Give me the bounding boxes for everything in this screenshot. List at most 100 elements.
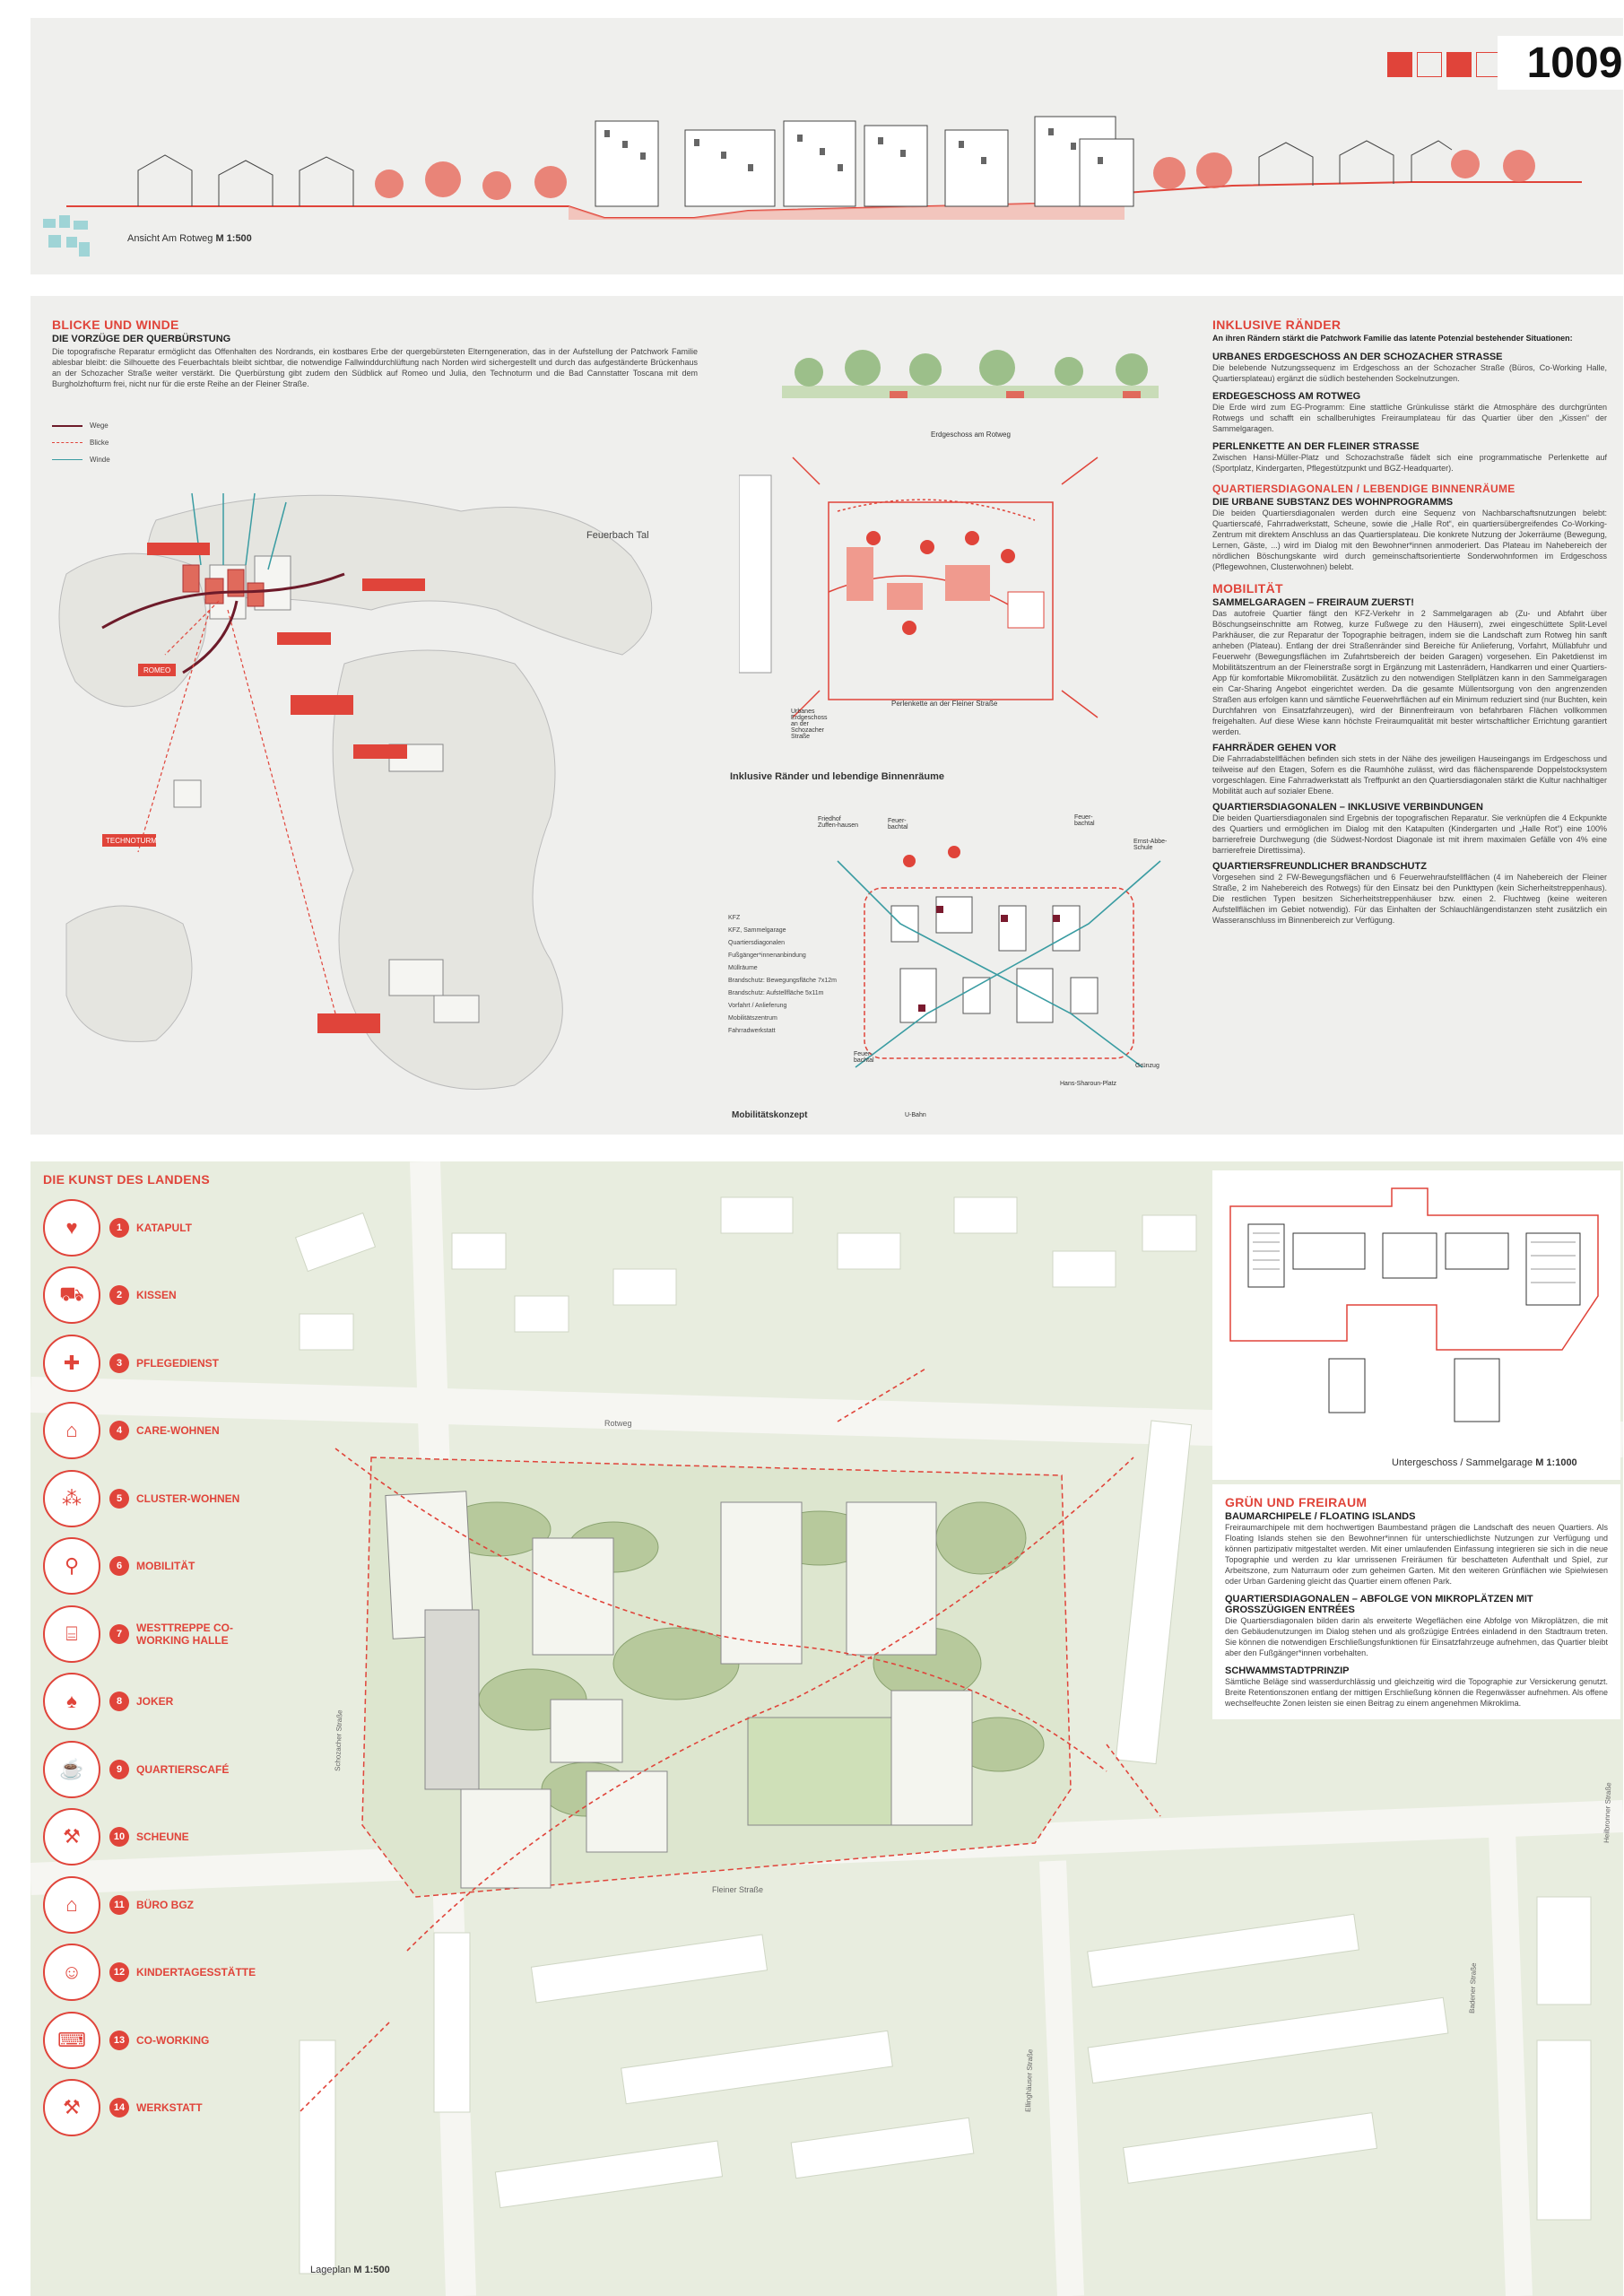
mobil-legend-item: Brandschutz: Aufstellfläche 5x11m [728, 990, 824, 996]
brandschutz-body: Vorgesehen sind 2 FW-Bewegungsflächen un… [1212, 873, 1607, 925]
board-number: 1009 [1498, 36, 1624, 90]
raender-b-body: Die Erde wird zum EG-Programm: Eine stat… [1212, 403, 1607, 433]
raender-c-body: Zwischen Hansi-Müller-Platz und Schozach… [1212, 453, 1607, 473]
place-ernst-abbe: Ernst-Abbe-Schule [1133, 839, 1168, 851]
mobil-legend-item: Fußgänger*innenanbindung [728, 952, 806, 959]
office-icon: ⌂ [43, 1875, 100, 1934]
erdgeschoss-diagram [782, 350, 1159, 398]
blicke-title: BLICKE UND WINDE [52, 317, 179, 332]
erdgeschoss-caption: Erdgeschoss am Rotweg [931, 430, 1011, 439]
fahrraeder-body: Die Fahrradabstellflächen befinden sich … [1212, 754, 1607, 796]
gruen2-body: Die Quartiersdiagonalen bilden darin als… [1225, 1616, 1608, 1657]
blicke-section: BLICKE UND WINDE DIE VORZÜGE DER QUERBÜR… [52, 317, 698, 389]
progress-square [1417, 52, 1442, 77]
progress-square [1446, 52, 1472, 77]
gruen3-body: Sämtliche Beläge sind wasserdurchlässig … [1225, 1677, 1608, 1708]
mobil-legend-item: Quartiersdiagonalen [728, 940, 786, 946]
gruen-title: GRÜN UND FREIRAUM [1225, 1495, 1368, 1509]
raender-caption: Inklusive Ränder und lebendige Binnenräu… [730, 771, 944, 782]
raender-a-head: URBANES ERDGESCHOSS AN DER SCHOZACHER ST… [1212, 352, 1503, 362]
siteplan-caption: Lageplan M 1:500 [310, 2265, 390, 2275]
tools-icon: ⚒ [43, 2079, 100, 2137]
elevation-caption: Ansicht Am Rotweg M 1:500 [127, 233, 252, 244]
mobil-legend-item: KFZ [728, 915, 741, 921]
street-ellinghaeuser: Ellinghäuser Straße [1024, 2048, 1034, 2112]
fahrraeder-head: FAHRRÄDER GEHEN VOR [1212, 743, 1337, 753]
garage-plan [1229, 1187, 1599, 1422]
place-feuerbachtal: Feuer-bachtal [1074, 814, 1095, 827]
verbindungen-body: Die beiden Quartiersdiagonalen sind Erge… [1212, 813, 1607, 855]
mobil-legend-item: Brandschutz: Bewegungsfläche 7x12m [728, 978, 838, 984]
blicke-legend: Wege Blicke Winde [52, 422, 187, 473]
sammelgaragen-head: SAMMELGARAGEN – FREIRAUM ZUERST! [1212, 597, 1414, 608]
gruen-text-box: GRÜN UND FREIRAUM BAUMARCHIPELE / FLOATI… [1212, 1484, 1620, 1719]
heart-hand-icon: ♥ [43, 1198, 100, 1257]
house-hand-icon: ⌂ [43, 1402, 100, 1460]
blicke-body: Die topografische Reparatur ermöglicht d… [52, 347, 698, 388]
place-feuerbachtal: Feuer-bachtal [888, 818, 908, 831]
mobil-legend: KFZ KFZ, Sammelgarage Quartiersdiagonale… [728, 915, 854, 1040]
place-hans-sharoun: Hans-Sharoun-Platz [1060, 1081, 1117, 1087]
elevation-panel: 1009 [30, 18, 1624, 274]
technoturm-label: TECHNOTURM [106, 837, 157, 845]
gruen3-head: SCHWAMMSTADTPRINZIP [1225, 1665, 1350, 1676]
place-ubahn: U-Bahn [905, 1112, 926, 1118]
romeo-label: ROMEO [143, 666, 170, 674]
mobil-caption: Mobilitätskonzept [732, 1110, 808, 1120]
siteplan-panel: Rotweg Fleiner Straße Schozacher Straße … [30, 1161, 1623, 2296]
perlenkette-caption: Perlenkette an der Fleiner Straße [891, 700, 998, 708]
mobil-legend-item: Vorfahrt / Anlieferung [728, 1003, 787, 1009]
legend-wege: Wege [52, 422, 187, 430]
legend-winde: Winde [52, 456, 187, 464]
raender-intro: An ihren Rändern stärkt die Patchwork Fa… [1212, 334, 1573, 343]
diagonalen-title: QUARTIERSDIAGONALEN / LEBENDIGE BINNENRÄ… [1212, 483, 1515, 495]
garage-caption: Untergeschoss / Sammelgarage M 1:1000 [1392, 1457, 1577, 1468]
mobil-diagram [837, 846, 1161, 1068]
place-friedhof: Friedhof Zuffen-hausen [818, 816, 859, 829]
mini-plan-icon [43, 215, 93, 260]
street-heilbronner: Heilbronner Straße [1602, 1782, 1612, 1843]
place-gruenzug: Grünzug [1135, 1063, 1159, 1069]
diagonalen-head: DIE URBANE SUBSTANZ DES WOHNPROGRAMMS [1212, 497, 1454, 508]
street-schozacher: Schozacher Straße [334, 1709, 343, 1771]
mobil-legend-item: Müllräume [728, 965, 758, 971]
garage-plan-box: Untergeschoss / Sammelgarage M 1:1000 [1212, 1170, 1620, 1480]
sammelgaragen-body: Das autofreie Quartier fängt den KFZ-Ver… [1212, 609, 1607, 736]
stairs-icon: ⌸ [43, 1605, 100, 1663]
raender-a-body: Die belebende Nutzungssequenz im Erdgesc… [1212, 363, 1607, 383]
children-icon: ☺ [43, 1944, 100, 2002]
cargo-bike-icon: ⚲ [43, 1537, 100, 1596]
street-fleiner: Fleiner Straße [712, 1885, 763, 1894]
gruen-head: BAUMARCHIPELE / FLOATING ISLANDS [1225, 1511, 1416, 1522]
blicke-subtitle: DIE VORZÜGE DER QUERBÜRSTUNG [52, 334, 231, 344]
raender-title: INKLUSIVE RÄNDER [1212, 317, 1342, 332]
brandschutz-head: QUARTIERSFREUNDLICHER BRANDSCHUTZ [1212, 861, 1427, 872]
kunst-title: DIE KUNST DES LANDENS [43, 1172, 210, 1187]
verbindungen-head: QUARTIERSDIAGONALEN – INKLUSIVE VERBINDU… [1212, 802, 1483, 813]
mobil-legend-item: KFZ, Sammelgarage [728, 927, 786, 934]
legend-blicke: Blicke [52, 439, 187, 447]
elevation-drawing [66, 116, 1582, 220]
mobilitaet-title: MOBILITÄT [1212, 581, 1283, 596]
cluster-icon: ⁂ [43, 1469, 100, 1527]
place-feuerbachtal: Feuer-bachtal [854, 1051, 874, 1064]
rake-icon: ⚒ [43, 1808, 100, 1866]
diagonalen-body: Die beiden Quartiersdiagonalen werden du… [1212, 509, 1607, 571]
right-text-column: INKLUSIVE RÄNDER An ihren Rändern stärkt… [1212, 317, 1607, 926]
joker-card-icon: ♠ [43, 1673, 100, 1731]
gruen-body: Freiraumarchipele mit dem hochwertigen B… [1225, 1523, 1608, 1586]
raender-diagram [739, 457, 1099, 718]
raender-b-head: ERDEGESCHOSS AM ROTWEG [1212, 391, 1361, 402]
